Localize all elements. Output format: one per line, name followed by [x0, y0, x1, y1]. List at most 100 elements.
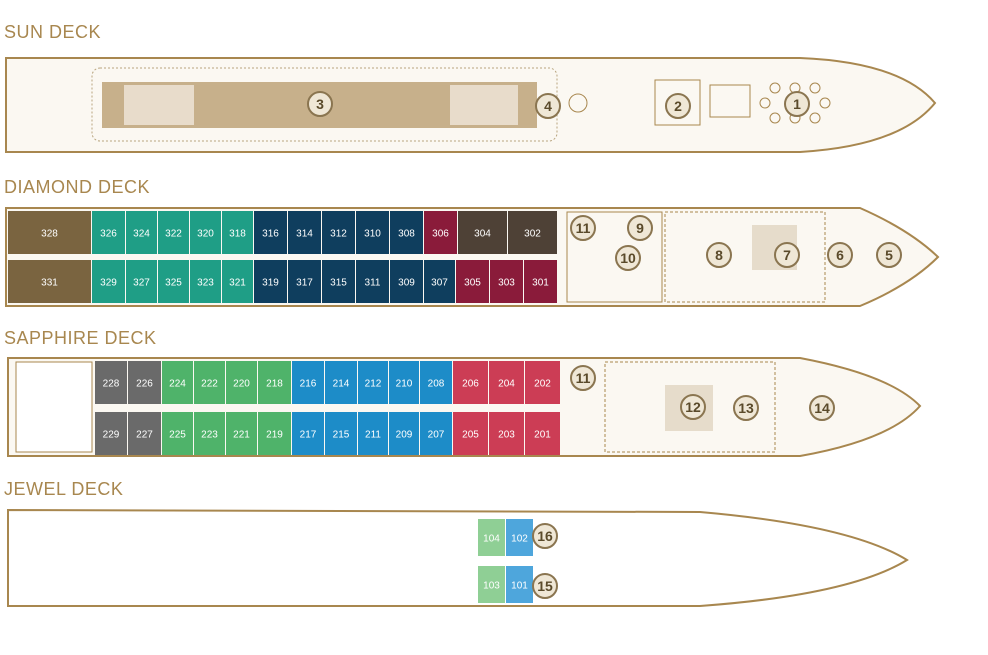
- cabin-314[interactable]: 314: [288, 211, 321, 254]
- cabin-number: 206: [462, 379, 479, 390]
- cabin-307[interactable]: 307: [424, 260, 455, 303]
- cabin-210[interactable]: 210: [389, 361, 419, 404]
- cabin-102[interactable]: 102: [506, 519, 533, 556]
- cabin-316[interactable]: 316: [254, 211, 287, 254]
- cabin-number: 202: [534, 379, 551, 390]
- cabin-323[interactable]: 323: [190, 260, 221, 303]
- cabin-226[interactable]: 226: [128, 361, 161, 404]
- cabin-227[interactable]: 227: [128, 412, 161, 455]
- cabin-220[interactable]: 220: [226, 361, 257, 404]
- location-marker-11[interactable]: 11: [570, 365, 596, 391]
- cabin-325[interactable]: 325: [158, 260, 189, 303]
- cabin-208[interactable]: 208: [420, 361, 452, 404]
- cabin-211[interactable]: 211: [358, 412, 388, 455]
- cabin-324[interactable]: 324: [126, 211, 157, 254]
- location-marker-2[interactable]: 2: [665, 93, 691, 119]
- cabin-number: 301: [532, 278, 549, 289]
- cabin-302[interactable]: 302: [508, 211, 557, 254]
- location-marker-15[interactable]: 15: [532, 573, 558, 599]
- cabin-328[interactable]: 328: [8, 211, 91, 254]
- sun-deck-shade-left: [124, 85, 194, 125]
- cabin-315[interactable]: 315: [322, 260, 355, 303]
- cabin-203[interactable]: 203: [489, 412, 524, 455]
- marker-number: 8: [715, 247, 723, 263]
- cabin-104[interactable]: 104: [478, 519, 505, 556]
- cabin-312[interactable]: 312: [322, 211, 355, 254]
- cabin-221[interactable]: 221: [226, 412, 257, 455]
- cabin-308[interactable]: 308: [390, 211, 423, 254]
- cabin-101[interactable]: 101: [506, 566, 533, 603]
- cabin-305[interactable]: 305: [456, 260, 489, 303]
- jewel-deck-title: JEWEL DECK: [4, 479, 124, 499]
- cabin-321[interactable]: 321: [222, 260, 253, 303]
- cabin-306[interactable]: 306: [424, 211, 457, 254]
- cabin-304[interactable]: 304: [458, 211, 507, 254]
- cabin-222[interactable]: 222: [194, 361, 225, 404]
- cabin-223[interactable]: 223: [194, 412, 225, 455]
- cabin-322[interactable]: 322: [158, 211, 189, 254]
- cabin-205[interactable]: 205: [453, 412, 488, 455]
- cabin-309[interactable]: 309: [390, 260, 423, 303]
- location-marker-13[interactable]: 13: [733, 395, 759, 421]
- location-marker-3[interactable]: 3: [307, 91, 333, 117]
- cabin-number: 216: [300, 379, 317, 390]
- cabin-320[interactable]: 320: [190, 211, 221, 254]
- location-marker-10[interactable]: 10: [615, 245, 641, 271]
- cabin-218[interactable]: 218: [258, 361, 291, 404]
- cabin-329[interactable]: 329: [92, 260, 125, 303]
- cabin-331[interactable]: 331: [8, 260, 91, 303]
- cabin-103[interactable]: 103: [478, 566, 505, 603]
- cabin-206[interactable]: 206: [453, 361, 488, 404]
- cabin-216[interactable]: 216: [292, 361, 324, 404]
- marker-number: 3: [316, 96, 324, 112]
- location-marker-14[interactable]: 14: [809, 395, 835, 421]
- marker-number: 9: [636, 220, 644, 236]
- cabin-301[interactable]: 301: [524, 260, 557, 303]
- cabin-319[interactable]: 319: [254, 260, 287, 303]
- cabin-310[interactable]: 310: [356, 211, 389, 254]
- cabin-209[interactable]: 209: [389, 412, 419, 455]
- cabin-318[interactable]: 318: [222, 211, 253, 254]
- cabin-225[interactable]: 225: [162, 412, 193, 455]
- cabin-number: 314: [296, 229, 313, 240]
- cabin-number: 305: [464, 278, 481, 289]
- cabin-215[interactable]: 215: [325, 412, 357, 455]
- marker-number: 15: [537, 578, 553, 594]
- marker-number: 2: [674, 98, 682, 114]
- location-marker-1[interactable]: 1: [784, 91, 810, 117]
- cabin-214[interactable]: 214: [325, 361, 357, 404]
- location-marker-5[interactable]: 5: [876, 242, 902, 268]
- jewel-deck-hull: [7, 508, 909, 607]
- cabin-229[interactable]: 229: [95, 412, 127, 455]
- location-marker-6[interactable]: 6: [827, 242, 853, 268]
- cabin-number: 211: [365, 430, 381, 441]
- cabin-219[interactable]: 219: [258, 412, 291, 455]
- cabin-224[interactable]: 224: [162, 361, 193, 404]
- cabin-204[interactable]: 204: [489, 361, 524, 404]
- cabin-303[interactable]: 303: [490, 260, 523, 303]
- location-marker-16[interactable]: 16: [532, 523, 558, 549]
- cabin-326[interactable]: 326: [92, 211, 125, 254]
- cabin-number: 327: [133, 278, 150, 289]
- location-marker-8[interactable]: 8: [706, 242, 732, 268]
- cabin-228[interactable]: 228: [95, 361, 127, 404]
- cabin-317[interactable]: 317: [288, 260, 321, 303]
- cabin-217[interactable]: 217: [292, 412, 324, 455]
- marker-number: 11: [576, 220, 591, 236]
- cabin-number: 220: [233, 379, 250, 390]
- location-marker-9[interactable]: 9: [627, 215, 653, 241]
- cabin-number: 204: [498, 379, 515, 390]
- cabin-202[interactable]: 202: [525, 361, 560, 404]
- cabin-number: 226: [136, 379, 153, 390]
- cabin-201[interactable]: 201: [525, 412, 560, 455]
- location-marker-4[interactable]: 4: [535, 93, 561, 119]
- cabin-number: 311: [365, 278, 381, 289]
- cabin-327[interactable]: 327: [126, 260, 157, 303]
- cabin-207[interactable]: 207: [420, 412, 452, 455]
- location-marker-12[interactable]: 12: [680, 394, 706, 420]
- cabin-311[interactable]: 311: [356, 260, 389, 303]
- location-marker-11[interactable]: 11: [570, 215, 596, 241]
- cabin-212[interactable]: 212: [358, 361, 388, 404]
- location-marker-7[interactable]: 7: [774, 242, 800, 268]
